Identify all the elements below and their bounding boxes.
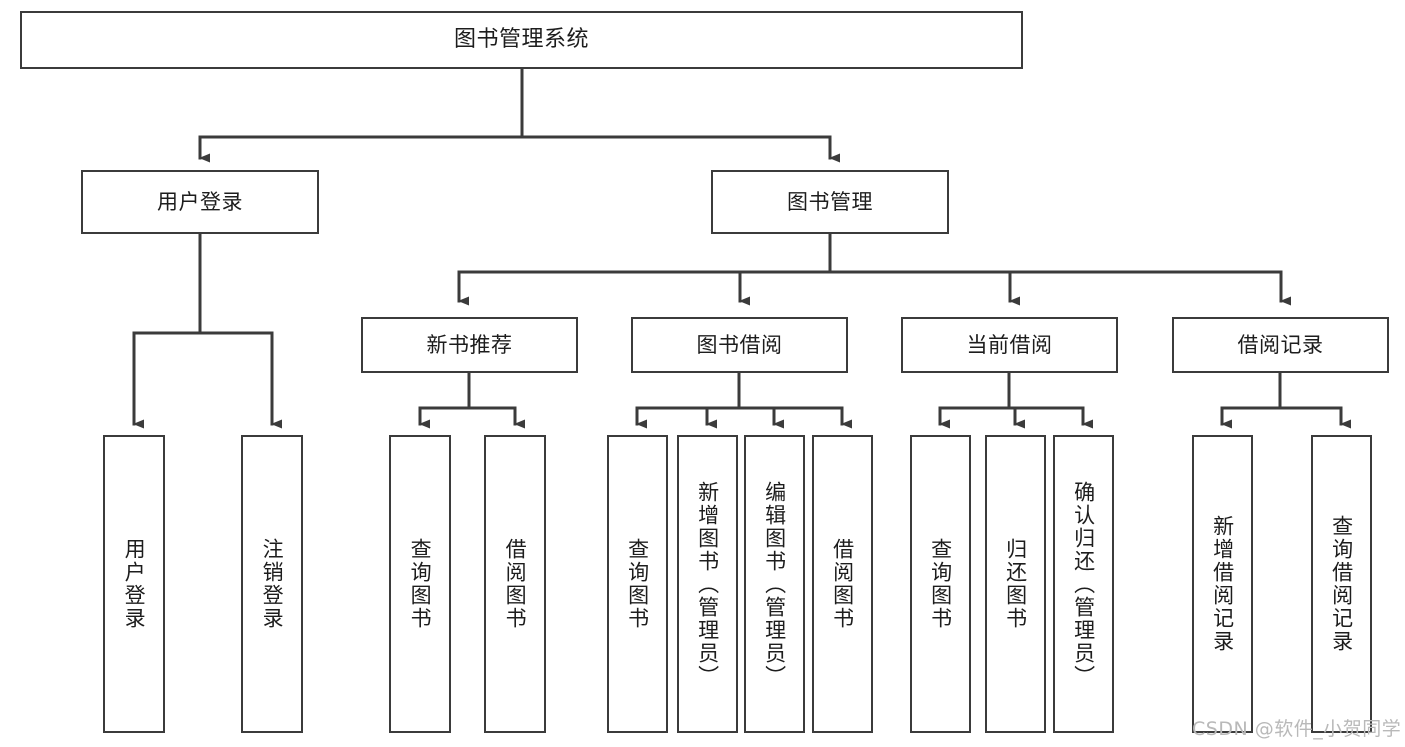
node-label: 确认归还（管理员） bbox=[1071, 480, 1096, 688]
node-label: 图书管理系统 bbox=[453, 27, 589, 53]
node-label: 新增借阅记录 bbox=[1210, 515, 1235, 653]
node-label: 新增图书（管理员） bbox=[695, 480, 720, 688]
node-label: 查询借阅记录 bbox=[1329, 515, 1354, 653]
node-leaf-borrow-book-recommend[interactable]: 借阅图书 bbox=[484, 435, 546, 733]
node-leaf-edit-book[interactable]: 编辑图书（管理员） bbox=[744, 435, 805, 733]
watermark-text: CSDN @软件_小贺同学 bbox=[1192, 718, 1402, 740]
node-leaf-query-book-recommend[interactable]: 查询图书 bbox=[389, 435, 451, 733]
node-label: 当前借阅 bbox=[966, 332, 1053, 357]
node-leaf-return-book[interactable]: 归还图书 bbox=[985, 435, 1046, 733]
node-label: 归还图书 bbox=[1003, 538, 1028, 630]
node-user-login[interactable]: 用户登录 bbox=[81, 170, 319, 234]
node-label: 图书管理 bbox=[787, 189, 873, 214]
node-label: 借阅记录 bbox=[1237, 332, 1324, 357]
node-leaf-query-borrow-record[interactable]: 查询借阅记录 bbox=[1311, 435, 1372, 733]
node-book-management[interactable]: 图书管理 bbox=[711, 170, 949, 234]
node-current-borrow[interactable]: 当前借阅 bbox=[901, 317, 1118, 373]
node-leaf-confirm-return[interactable]: 确认归还（管理员） bbox=[1053, 435, 1114, 733]
node-label: 借阅图书 bbox=[830, 538, 855, 630]
node-leaf-add-book[interactable]: 新增图书（管理员） bbox=[677, 435, 738, 733]
node-label: 注销登录 bbox=[260, 538, 285, 630]
node-borrow-record[interactable]: 借阅记录 bbox=[1172, 317, 1389, 373]
node-label: 查询图书 bbox=[625, 538, 650, 630]
node-leaf-user-login[interactable]: 用户登录 bbox=[103, 435, 165, 733]
node-label: 借阅图书 bbox=[503, 538, 528, 630]
node-leaf-query-book-borrow[interactable]: 查询图书 bbox=[607, 435, 668, 733]
node-new-book-recommend[interactable]: 新书推荐 bbox=[361, 317, 578, 373]
node-leaf-add-borrow-record[interactable]: 新增借阅记录 bbox=[1192, 435, 1253, 733]
node-leaf-borrow-book[interactable]: 借阅图书 bbox=[812, 435, 873, 733]
node-label: 查询图书 bbox=[928, 538, 953, 630]
node-label: 新书推荐 bbox=[426, 332, 513, 357]
node-leaf-query-book-current[interactable]: 查询图书 bbox=[910, 435, 971, 733]
node-label: 查询图书 bbox=[408, 538, 433, 630]
node-root-book-management-system[interactable]: 图书管理系统 bbox=[20, 11, 1023, 69]
node-label: 编辑图书（管理员） bbox=[762, 480, 787, 688]
node-book-borrow[interactable]: 图书借阅 bbox=[631, 317, 848, 373]
node-label: 用户登录 bbox=[122, 538, 147, 630]
node-leaf-logout[interactable]: 注销登录 bbox=[241, 435, 303, 733]
node-label: 用户登录 bbox=[157, 189, 243, 214]
node-label: 图书借阅 bbox=[696, 332, 783, 357]
